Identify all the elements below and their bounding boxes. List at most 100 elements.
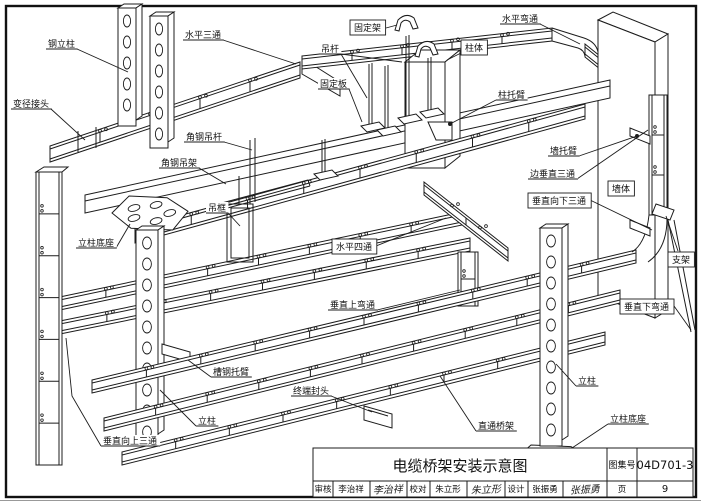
hanger-rod-shape (321, 139, 326, 174)
tray-lower-b-hole (266, 278, 271, 282)
callout-leader-column-body (446, 52, 462, 61)
tray-top-left (49, 61, 301, 163)
callout-label-angle-steel-rod: 角钢吊杆 (186, 131, 222, 143)
tray-bottom-3-rails (121, 334, 606, 463)
tray-bottom-2-hole (514, 315, 519, 319)
atlas-number-value: 04D701-3 (637, 458, 694, 472)
column-base-plate-left-hole (127, 214, 141, 222)
callout-label-reducer-joint: 变径接头 (13, 98, 49, 110)
tray-bottom-3-hole (287, 410, 291, 414)
channel-beam-inner (84, 85, 611, 202)
vertical-tray-left-hole (40, 413, 44, 417)
tray-bottom-3-hole (227, 425, 232, 429)
center-column-slot (142, 383, 152, 397)
tray-bottom-2-hole (360, 353, 364, 358)
isometric-line-art (34, 3, 696, 478)
vertical-tray-left-rails (38, 172, 60, 465)
tray-bottom-2-hole (205, 392, 210, 396)
wall-vertical-tray-rails (651, 95, 665, 215)
tray-bottom-2-hole (417, 339, 422, 344)
tray-bottom-1-hole (476, 287, 481, 291)
tray-bottom-1-hole (205, 352, 209, 356)
column-base-plate-left-hole (127, 204, 141, 212)
tray-lower-b-hole (105, 311, 109, 315)
tray-middle-hole (470, 134, 475, 139)
right-column-slot (546, 339, 556, 353)
tray-lower-b-hole (370, 257, 375, 261)
vertical-tray-left-top (34, 166, 70, 173)
tray-top-left-hole (254, 77, 258, 81)
right-column-slot (546, 423, 556, 437)
callout-box-horizontal-cross (331, 238, 378, 255)
vertical-down-run (666, 214, 696, 333)
callout-leader-side-vertical-tee (576, 129, 649, 180)
callout-label-hanging-frame: 吊框 (208, 202, 226, 214)
callout-bg-straight-tray (476, 420, 517, 431)
tray-bottom-3-hole (448, 370, 452, 374)
tray-top-left-hole (204, 93, 208, 98)
tray-bottom-3-hole (394, 383, 399, 388)
callout-label-wall-body: 墙体 (612, 183, 630, 195)
tray-middle-hole (358, 165, 362, 170)
callout-bg-steel-column (46, 38, 78, 49)
right-column-slot (546, 255, 556, 269)
design-name: 张振勇 (532, 484, 558, 495)
right-column-slot (546, 381, 556, 395)
tray-bottom-3-hole (442, 371, 446, 376)
tray-bottom-1-hole (368, 313, 372, 317)
tray-bottom-3-hole (173, 438, 178, 442)
callout-leader-vertical-down-bend (673, 305, 692, 331)
angle-steel-rod-shape (249, 138, 256, 204)
callout-leader-horizontal-bend (539, 23, 581, 45)
tray-bottom-2-hole (469, 326, 474, 331)
callout-label-fixing-plate: 固定板 (320, 78, 347, 90)
tray-top-hole (400, 44, 404, 49)
callout-leader-vertical-down-tee (589, 199, 653, 231)
callout-leader-straight-tray (439, 375, 477, 432)
callout-bg-horizontal-tee (183, 29, 224, 40)
tray-lower-b-hole (416, 248, 420, 252)
tray-lower-a-hole (415, 221, 419, 225)
callout-leader-vertical-up-bend (376, 289, 461, 311)
callout-leader-hanging-frame (227, 212, 241, 227)
tray-lower-a-hole (110, 285, 114, 290)
callout-leader-column-base-left (115, 223, 131, 249)
wall-vertical-tray-hole (653, 125, 657, 129)
center-column-slot (142, 236, 152, 250)
vertical-tray-left-hole (40, 204, 44, 208)
callout-leader-wall-bracket-arm (578, 135, 638, 157)
tray-bottom-2-hole (366, 352, 370, 356)
tray-top-hole (500, 33, 504, 37)
support-bracket-shape (651, 203, 675, 221)
vertical-tray-left-hole (40, 376, 44, 380)
proof-name: 朱立形 (435, 484, 461, 495)
design-signature: 张振勇 (570, 483, 602, 497)
tray-bottom-2-hole (153, 404, 158, 409)
steel-column-2-slot (154, 64, 164, 78)
callout-bg-vertical-up-tee (101, 435, 161, 446)
tray-middle-hole (532, 117, 537, 122)
tray-bottom-1-hole (144, 366, 149, 371)
callout-bg-wall-bracket-arm (548, 145, 580, 156)
tray-lower-b-hole (208, 290, 213, 294)
tray-bottom-1-hole (525, 275, 529, 280)
callout-label-vertical-up-bend: 垂直上弯通 (330, 299, 375, 311)
steel-column-1 (117, 7, 137, 127)
callout-bg-hanging-frame (206, 202, 229, 213)
tray-bottom-2-hole (262, 377, 267, 382)
tray-middle-hole (195, 210, 200, 215)
callout-label-horizontal-tee: 水平三通 (185, 29, 221, 41)
callout-bg-end-cap (291, 385, 332, 396)
tray-bottom-2-hole (308, 366, 313, 371)
steel-column-2-slot (154, 85, 164, 99)
callout-leader-column-base-right (571, 423, 609, 449)
tray-bottom-1-hole (362, 314, 366, 319)
right-column (539, 227, 563, 447)
callout-bg-fixing-plate (318, 78, 350, 89)
callout-label-side-vertical-tee: 边垂直三通 (530, 168, 575, 180)
wall-front-face (597, 19, 656, 319)
callout-label-column-body: 柱体 (465, 42, 483, 54)
callout-leader-fixing-frame (385, 24, 398, 29)
callout-leader-angle-steel-rod (223, 141, 253, 151)
vertical-down-bend-curve (631, 214, 668, 263)
